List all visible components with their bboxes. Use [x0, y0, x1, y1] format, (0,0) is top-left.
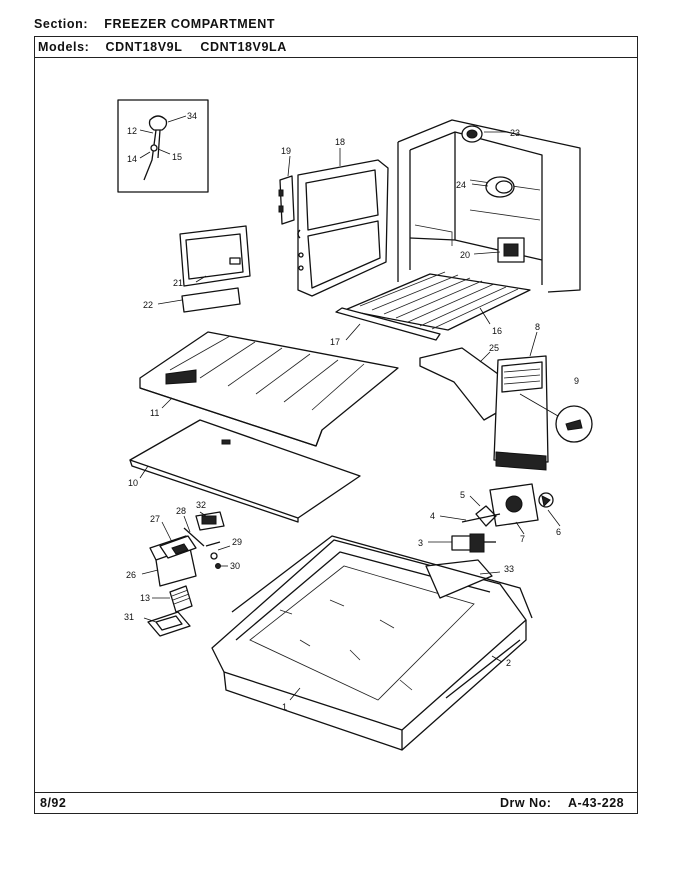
small-parts-28-32 [183, 511, 225, 569]
label-22 [181, 287, 241, 313]
drawing-number: A-43-228 [568, 796, 625, 810]
callout-10: 10 [128, 478, 138, 488]
callout-13: 13 [140, 593, 150, 603]
callout-26: 26 [126, 570, 136, 580]
callout-27: 27 [150, 514, 160, 524]
callout-23: 23 [510, 128, 520, 138]
diagram-frame [34, 36, 638, 814]
callout-30: 30 [230, 561, 240, 571]
callout-3: 3 [418, 538, 423, 548]
models-label: Models: [38, 40, 90, 54]
evaporator-cover-8 [493, 355, 549, 471]
duct-25 [419, 347, 499, 421]
drawing-label: Drw No: [500, 796, 552, 810]
callout-34: 34 [187, 111, 197, 121]
callout-18: 18 [335, 137, 345, 147]
insulation-panel-10 [129, 419, 361, 523]
footer-date: 8/92 [40, 796, 67, 810]
callout-2: 2 [506, 658, 511, 668]
callout-15: 15 [172, 152, 182, 162]
freezer-floor-11 [139, 331, 399, 447]
callout-numbers: 34 12 14 15 19 18 23 24 20 21 22 16 17 2… [124, 111, 579, 712]
callout-6: 6 [556, 527, 561, 537]
frame-31 [147, 611, 191, 637]
wire-shelf-16 [344, 271, 531, 331]
callout-21: 21 [173, 278, 183, 288]
callout-22: 22 [143, 300, 153, 310]
callout-4: 4 [430, 511, 435, 521]
callout-17: 17 [330, 337, 340, 347]
callout-5: 5 [460, 490, 465, 500]
callout-28: 28 [176, 506, 186, 516]
callout-16: 16 [492, 326, 502, 336]
filter-13 [169, 585, 193, 613]
freezer-door-18 [297, 159, 389, 297]
section-line: Section: FREEZER COMPARTMENT [34, 17, 275, 31]
callout-12: 12 [127, 126, 137, 136]
freezer-liner [397, 119, 581, 293]
model-1: CDNT18V9L [105, 40, 183, 54]
callout-20: 20 [460, 250, 470, 260]
inset-light-assembly [117, 99, 209, 193]
model-2: CDNT18V9LA [200, 40, 287, 54]
callout-32: 32 [196, 500, 206, 510]
footer-divider [35, 792, 637, 793]
callout-7: 7 [520, 534, 525, 544]
hinge-19 [278, 175, 295, 225]
callout-19: 19 [281, 146, 291, 156]
callout-14: 14 [127, 154, 137, 164]
screw-9 [519, 393, 593, 443]
control-cover-21 [179, 225, 251, 287]
callout-11: 11 [150, 408, 159, 418]
section-value: FREEZER COMPARTMENT [104, 17, 276, 31]
callout-8: 8 [535, 322, 540, 332]
leader-lines [139, 131, 561, 701]
shelf-rail-17 [335, 307, 441, 341]
freezer-pan-1 [211, 539, 527, 751]
callout-1: 1 [282, 702, 287, 712]
gasket-2 [231, 535, 533, 699]
header-divider [35, 57, 637, 58]
callout-33: 33 [504, 564, 514, 574]
callout-31: 31 [124, 612, 134, 622]
callout-24: 24 [456, 180, 466, 190]
fan-motor-assembly [451, 483, 554, 553]
callout-29: 29 [232, 537, 242, 547]
callout-25: 25 [489, 343, 499, 353]
models-line: Models: CDNT18V9L CDNT18V9LA [38, 40, 287, 54]
section-label: Section: [34, 17, 89, 31]
callout-9: 9 [574, 376, 579, 386]
tray-27 [159, 535, 197, 559]
